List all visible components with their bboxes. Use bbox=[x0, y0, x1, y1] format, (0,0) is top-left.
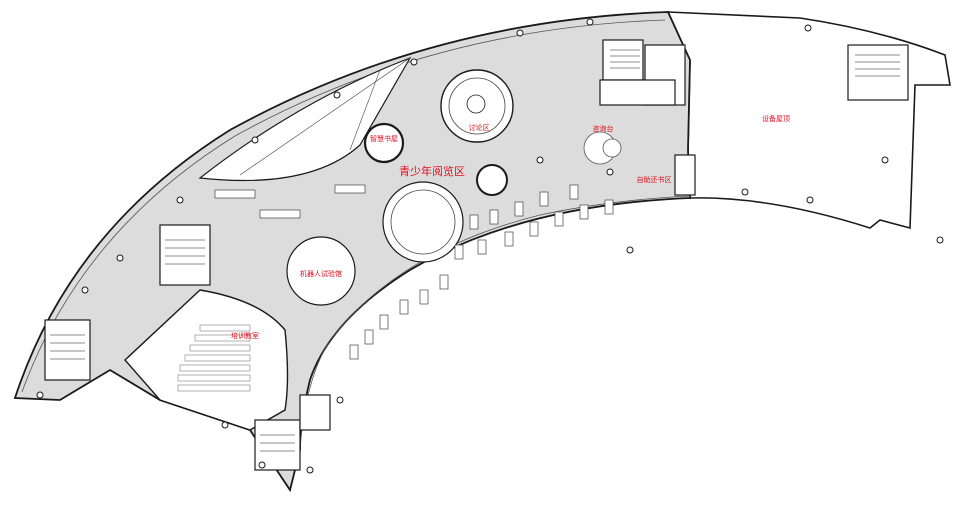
outer-glazing-line bbox=[21, 19, 666, 393]
label-equipment-roof: 设备屋顶 bbox=[762, 114, 790, 123]
central-pavilion bbox=[382, 181, 464, 263]
label-robot-lab: 机器人试验馆 bbox=[300, 269, 342, 278]
training-room-seats bbox=[177, 324, 251, 392]
label-smart-study: 智慧书屋 bbox=[370, 134, 398, 143]
central-pavilion-inner bbox=[390, 189, 456, 255]
void-diagonal-2 bbox=[349, 69, 381, 151]
kiosk-circle bbox=[476, 164, 508, 196]
atrium-void bbox=[198, 56, 412, 182]
structural-columns bbox=[36, 18, 944, 474]
robot-lab-room bbox=[286, 236, 356, 306]
stair-treads bbox=[50, 49, 900, 452]
discussion-table bbox=[466, 94, 486, 114]
void-diagonal-1 bbox=[239, 57, 411, 176]
label-consultation: 咨询台 bbox=[593, 124, 614, 133]
discussion-inner bbox=[448, 77, 506, 135]
consultation-desk-small bbox=[602, 138, 622, 158]
reading-desks bbox=[214, 184, 614, 360]
label-discussion: 讨论区 bbox=[469, 123, 490, 132]
label-training-room: 培训教室 bbox=[231, 331, 259, 340]
label-youth-reading: 青少年阅览区 bbox=[399, 164, 465, 178]
smart-study-room bbox=[363, 122, 405, 164]
stair-cores bbox=[44, 39, 909, 471]
label-self-return: 自助还书区 bbox=[637, 175, 672, 184]
